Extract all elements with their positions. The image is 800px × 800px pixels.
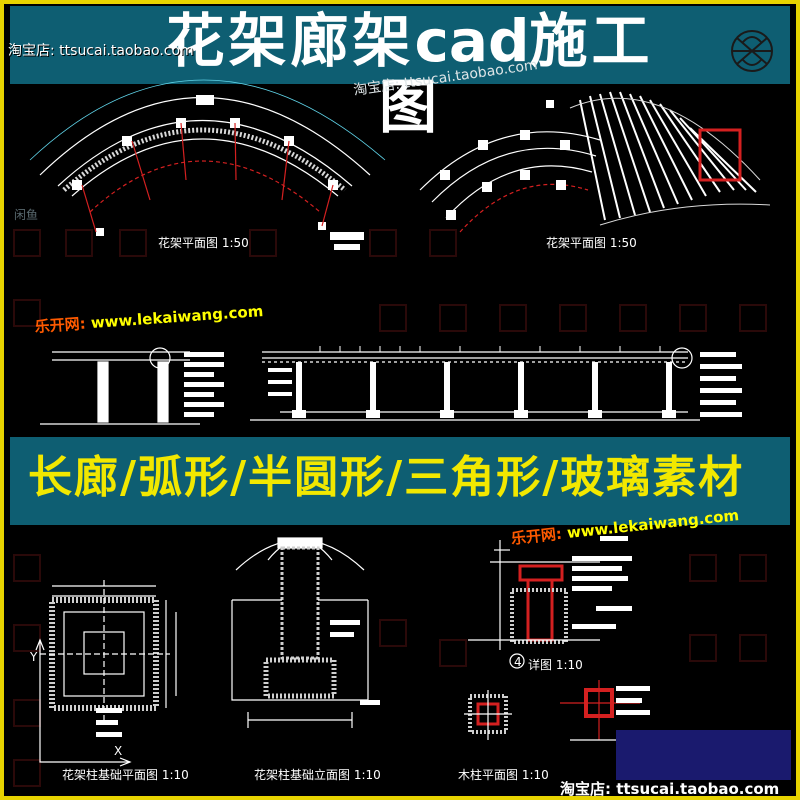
side-watermark: 闲鱼: [14, 208, 39, 222]
caption-detail: 详图 1:10: [528, 658, 583, 672]
column-base-plan: [35, 580, 177, 767]
caption-plan-left: 花架平面图 1:50: [158, 236, 249, 250]
column-base-elevation: [231, 537, 380, 728]
axis-y-label: Y: [30, 650, 38, 664]
page-title: 花架廊架cad施工图: [150, 8, 670, 140]
elevation-left: [40, 347, 224, 425]
caption-wood-col-plan: 木柱平面图 1:10: [458, 768, 549, 782]
title-bar: [10, 6, 790, 84]
lekai-2-cn: 乐开网:: [510, 524, 563, 548]
detail-number: 4: [514, 655, 522, 669]
brand-logo-icon: [731, 30, 773, 72]
lekai-1-cn: 乐开网:: [34, 314, 87, 336]
shop-watermark-bottom: 淘宝店: ttsucai.taobao.com: [560, 780, 780, 798]
detail-section: [468, 536, 632, 669]
arc-plan-right: [419, 91, 771, 233]
title-cn: 花架廊架: [166, 7, 415, 75]
caption-col-base-elev: 花架柱基础立面图 1:10: [254, 768, 381, 782]
blue-corner-block: [616, 730, 791, 780]
title-tail: 施工图: [378, 7, 654, 141]
caption-plan-right: 花架平面图 1:50: [546, 236, 637, 250]
elevation-long: [250, 346, 742, 421]
axis-x-label: X: [114, 744, 123, 758]
feature-band: [10, 437, 790, 525]
feature-band-text: 长廊/弧形/半圆形/三角形/玻璃素材: [28, 452, 745, 503]
shop-label-top-left: 淘宝店: ttsucai.taobao.com: [8, 43, 194, 59]
title-cad: cad: [414, 7, 530, 75]
arc-plan-left: [29, 79, 386, 250]
wood-column-plan: [464, 680, 650, 741]
caption-col-base-plan: 花架柱基础平面图 1:10: [62, 768, 189, 782]
